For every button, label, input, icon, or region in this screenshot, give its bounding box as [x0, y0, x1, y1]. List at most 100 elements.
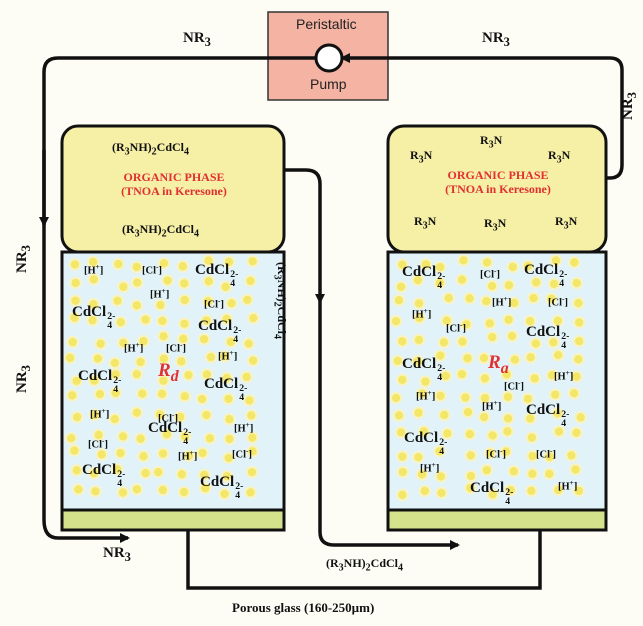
bubble: [246, 255, 259, 268]
donor-complex-bottom: (R3NH)2CdCl4: [122, 222, 200, 240]
donor-ion-h: [H+]: [234, 420, 254, 435]
bubble: [86, 255, 100, 269]
bubble: [156, 314, 169, 328]
bubble: [547, 336, 560, 349]
bubble: [114, 446, 127, 460]
bubble: [572, 484, 586, 498]
acceptor-ion-cl: [Cl-]: [504, 378, 524, 393]
bubble: [178, 430, 192, 443]
bubble: [464, 469, 478, 483]
bubble: [157, 374, 170, 387]
bubble: [500, 368, 513, 381]
bubble: [69, 294, 82, 307]
bubble: [528, 372, 541, 385]
donor-cell[interactable]: [60, 124, 286, 532]
bubble: [109, 386, 122, 400]
bubble: [109, 368, 122, 381]
bubble: [224, 335, 238, 349]
acceptor-ion-cl: [Cl-]: [446, 320, 466, 335]
bubble: [463, 292, 476, 305]
bubble: [246, 445, 259, 458]
bubble: [152, 465, 165, 479]
bubble: [440, 314, 453, 327]
acceptor-cell[interactable]: [386, 124, 608, 532]
acceptor-ion-h: [H+]: [554, 368, 574, 383]
donor-phase-subtitle: (TNOA in Keresone): [121, 184, 227, 198]
bubble: [521, 392, 535, 406]
bubble: [477, 410, 491, 424]
bubble: [483, 446, 497, 460]
bubble: [175, 355, 188, 368]
bubble: [419, 258, 433, 271]
bubble: [501, 412, 515, 425]
donor-complex-top: (R3NH)2CdCl4: [112, 140, 190, 158]
bubble: [508, 353, 522, 366]
bubble: [241, 293, 254, 306]
bubble: [434, 470, 448, 483]
bubble: [396, 373, 409, 386]
donor-to-acceptor-line: [284, 168, 325, 304]
bubble: [69, 276, 82, 290]
bubble: [545, 292, 558, 305]
bubble: [412, 297, 426, 310]
bubble: [177, 485, 191, 499]
bubble: [455, 273, 469, 286]
bubble: [68, 311, 81, 324]
bubble: [507, 465, 520, 478]
bubble: [549, 388, 562, 401]
bubble: [526, 449, 539, 463]
nr3-label-left-vertical-1: NR3: [14, 245, 33, 273]
bubble: [220, 371, 233, 385]
donor-ion-h: [H+]: [90, 406, 110, 421]
bubble: [437, 336, 451, 349]
bubble: [137, 450, 150, 463]
bubble: [459, 391, 472, 404]
bubble: [572, 316, 586, 329]
bubble: [392, 294, 406, 307]
donor-porous-base: [60, 508, 286, 532]
bubble: [178, 317, 191, 330]
bubble: [199, 482, 212, 495]
bubble: [485, 279, 499, 293]
acceptor-phase-title: ORGANIC PHASE (TNOA in Keresone): [410, 168, 586, 196]
pump-title: Peristaltic: [296, 16, 357, 32]
bubble: [117, 280, 130, 293]
bubble: [394, 426, 408, 439]
bubble: [156, 483, 170, 497]
bubble: [130, 299, 143, 312]
bubble: [396, 335, 409, 348]
pump-subtitle: Pump: [310, 76, 347, 92]
bubble: [419, 375, 432, 388]
bubble: [220, 312, 233, 326]
bubble: [134, 355, 147, 369]
bubble: [174, 410, 187, 424]
bubble: [545, 368, 559, 382]
bubble: [197, 332, 211, 346]
bubble: [157, 257, 171, 270]
bubble: [134, 432, 147, 445]
donor-ion-h: [H+]: [84, 262, 104, 277]
donor-ion-cl: [Cl-]: [88, 436, 108, 451]
bubble: [525, 484, 538, 498]
bubble: [441, 427, 454, 440]
donor-ion-cl: [Cl-]: [166, 340, 186, 355]
bubble: [552, 483, 565, 497]
bubble: [572, 353, 585, 366]
acceptor-ion-cl: [Cl-]: [486, 446, 506, 461]
bubble: [480, 256, 494, 269]
donor-ion-cl: [Cl-]: [232, 446, 252, 461]
bubble: [88, 408, 101, 422]
bubble: [108, 412, 121, 426]
bubble: [434, 389, 447, 403]
bubble: [201, 295, 215, 308]
bubble: [130, 406, 144, 419]
bubble: [461, 405, 475, 419]
bubble: [200, 408, 213, 422]
bubble: [178, 293, 191, 307]
bubble: [547, 277, 561, 291]
bubble: [176, 260, 190, 273]
acceptor-phase-title-text: ORGANIC PHASE: [447, 168, 549, 182]
bubble: [66, 389, 79, 402]
